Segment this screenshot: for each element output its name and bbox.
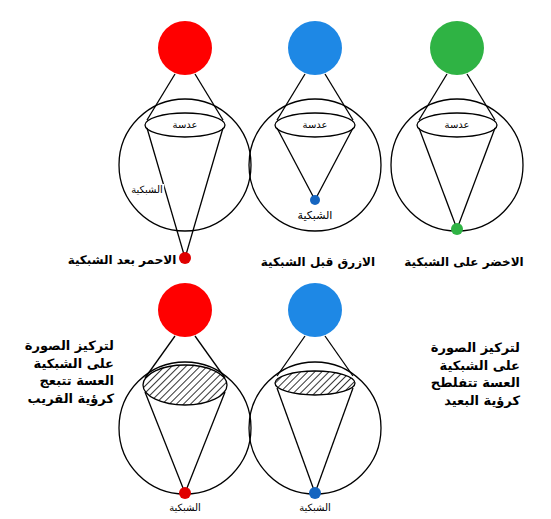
retina-label: الشبكية <box>299 502 331 514</box>
explanation-text: لتركيز الصورة على الشبكية العسة تتفلطح ك… <box>420 339 520 409</box>
eyeball <box>249 99 381 231</box>
green-source <box>430 21 484 75</box>
eyeball <box>391 99 523 231</box>
red-source <box>158 21 212 75</box>
caption: الاحمر بعد الشبكية <box>68 253 177 267</box>
blue-source <box>288 283 342 337</box>
retina-label: الشبكية <box>130 184 164 196</box>
lens-label: عدسة <box>303 119 328 131</box>
focus-dot <box>451 223 463 235</box>
lens-label: عدسة <box>445 119 470 131</box>
focus-dot <box>179 252 191 264</box>
flat-lens <box>275 371 355 395</box>
eyeball <box>249 362 381 494</box>
eyeball <box>119 99 251 231</box>
focus-dot <box>310 195 320 205</box>
red-source <box>158 283 212 337</box>
explanation-text: لتركيز الصورة على الشبكية العسة تتبعج كر… <box>10 337 114 407</box>
lens-label: عدسة <box>173 119 198 131</box>
blue-source <box>288 21 342 75</box>
focus-dot <box>179 487 191 499</box>
lens <box>275 113 355 137</box>
retina-label: الشبكية <box>298 209 333 222</box>
caption: الازرق قبل الشبكية <box>261 255 375 269</box>
eyeball <box>119 362 251 494</box>
bulging-lens <box>143 365 227 405</box>
lens <box>145 113 225 137</box>
caption: الاخضر على الشبكية <box>404 255 523 269</box>
focus-dot <box>309 487 321 499</box>
lens <box>417 113 497 137</box>
retina-label: الشبكية <box>169 502 201 514</box>
